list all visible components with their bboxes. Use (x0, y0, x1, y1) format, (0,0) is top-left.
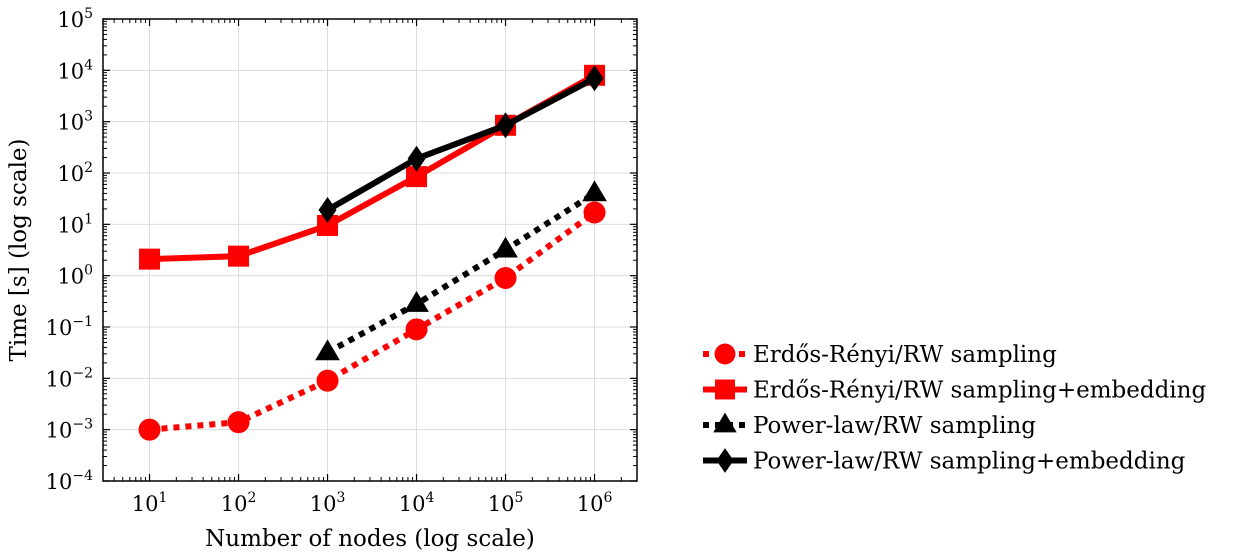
data-point (315, 339, 340, 361)
legend-label: Power-law/RW sampling+embedding (753, 449, 1186, 475)
data-point (494, 267, 517, 290)
y-tick-label: 10−3 (46, 417, 93, 443)
legend-label: Erdős-Rényi/RW sampling (753, 342, 1057, 368)
y-tick-label: 10−1 (46, 314, 93, 340)
series-line (326, 190, 597, 356)
legend-entry: Power-law/RW sampling+embedding (703, 448, 1186, 475)
series-line (149, 72, 597, 263)
legend-entry: Erdős-Rényi/RW sampling+embedding (703, 378, 1206, 404)
series-line (326, 75, 596, 213)
legend-entry: Erdős-Rényi/RW sampling (703, 342, 1057, 368)
series-0 (138, 201, 606, 441)
data-point (582, 180, 607, 202)
data-point (496, 112, 515, 139)
data-point (493, 236, 518, 258)
data-point (407, 145, 426, 172)
data-point (405, 318, 428, 341)
data-point (228, 245, 250, 267)
data-point (138, 418, 161, 441)
data-point (583, 201, 606, 224)
y-tick-label: 100 (57, 263, 93, 289)
x-tick-label: 105 (488, 490, 524, 516)
y-axis-label: Time [s] (log scale) (6, 138, 32, 361)
x-tick-label: 101 (132, 490, 168, 516)
legend-marker (713, 412, 737, 433)
x-tick-label: 102 (221, 490, 257, 516)
data-point (406, 166, 428, 188)
series-1 (139, 64, 606, 270)
legend-entry: Power-law/RW sampling (703, 412, 1036, 439)
axes: 101 102 103 104 105 106 10−4 10−3 10−2 10−1 100 101… (46, 6, 638, 516)
legend-label: Power-law/RW sampling (753, 413, 1036, 439)
y-tick-label: 10−4 (46, 468, 93, 494)
y-tick-label: 103 (57, 109, 93, 135)
legend-marker (715, 379, 735, 400)
legend-marker (714, 343, 736, 365)
data-point (139, 248, 161, 270)
y-tick-label: 101 (57, 211, 93, 237)
x-tick-label: 106 (577, 490, 613, 516)
data-point (316, 369, 339, 392)
x-axis-label: Number of nodes (log scale) (205, 526, 535, 552)
y-tick-label: 102 (57, 160, 93, 186)
data-point (404, 291, 429, 312)
plot-frame (102, 18, 638, 482)
series-2 (315, 180, 607, 361)
data-point (318, 197, 337, 224)
data-point (585, 65, 604, 92)
legend-label: Erdős-Rényi/RW sampling+embedding (753, 378, 1206, 404)
grid (103, 18, 637, 482)
y-tick-label: 105 (57, 6, 93, 32)
legend-marker (716, 448, 734, 473)
data-point (227, 411, 250, 434)
series-layer (138, 64, 607, 441)
data-point (317, 214, 339, 236)
y-tick-label: 10−2 (46, 365, 93, 391)
y-tick-label: 104 (57, 57, 93, 83)
series-3 (318, 65, 604, 224)
x-tick-label: 103 (310, 490, 346, 516)
series-line (149, 210, 597, 433)
x-tick-label: 104 (399, 490, 435, 516)
